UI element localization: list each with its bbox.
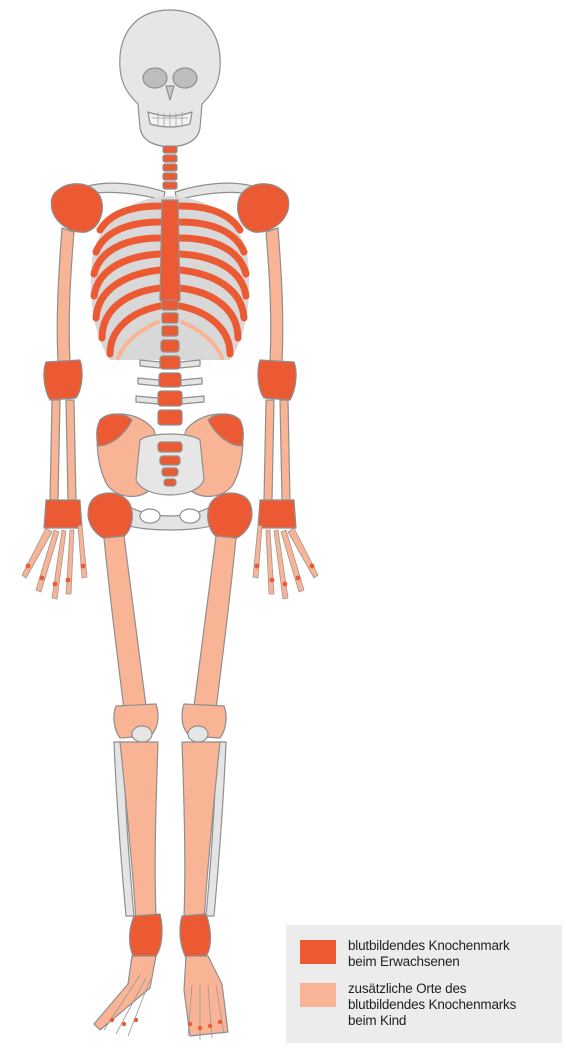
legend-line: beim Erwachsenen xyxy=(348,954,510,970)
legend: blutbildendes Knochenmark beim Erwachsen… xyxy=(286,925,562,1043)
lower-legs xyxy=(114,742,226,920)
legend-item-adult: blutbildendes Knochenmark beim Erwachsen… xyxy=(300,938,510,970)
knees xyxy=(114,704,226,742)
legend-line: blutbildendes Knochenmarks xyxy=(348,997,516,1013)
legend-line: zusätzliche Orte des xyxy=(348,981,516,997)
legend-swatch-adult xyxy=(300,940,336,964)
feet xyxy=(94,914,228,1040)
legend-line: beim Kind xyxy=(348,1013,516,1029)
legend-label-adult: blutbildendes Knochenmark beim Erwachsen… xyxy=(348,938,510,970)
cervical-spine xyxy=(163,146,177,189)
legend-label-child: zusätzliche Orte des blutbildendes Knoch… xyxy=(348,981,516,1029)
skeleton xyxy=(22,10,318,1040)
legend-line: blutbildendes Knochenmark xyxy=(348,938,510,954)
skull xyxy=(120,10,220,147)
legend-item-child: zusätzliche Orte des blutbildendes Knoch… xyxy=(300,981,516,1029)
femurs xyxy=(104,536,236,710)
legend-swatch-child xyxy=(300,983,336,1007)
hands xyxy=(22,500,318,599)
